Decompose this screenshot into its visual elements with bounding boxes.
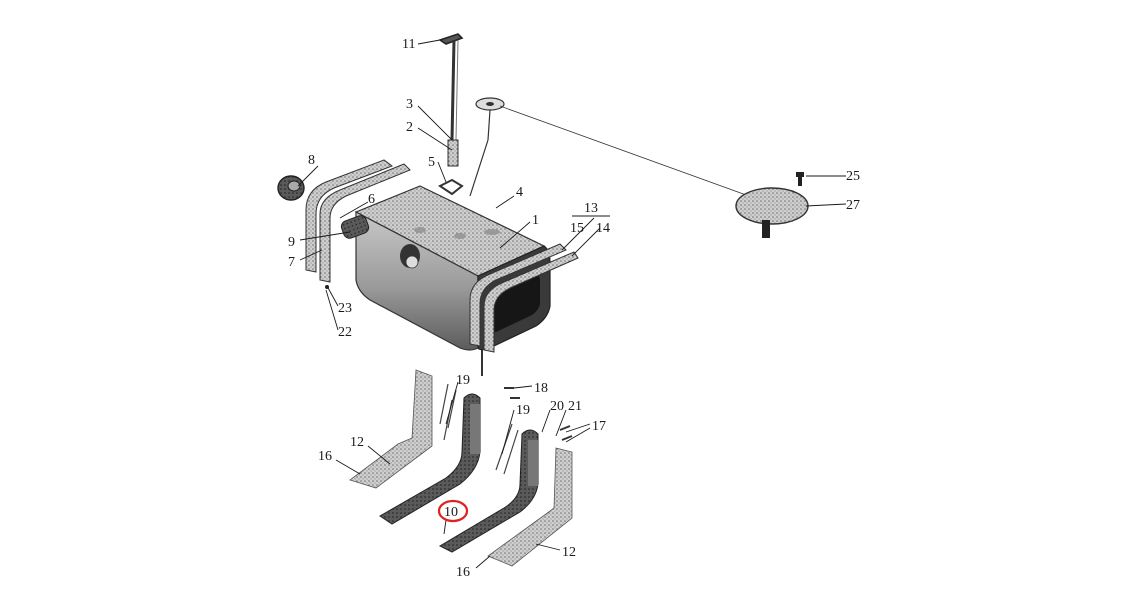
callout-27: 27 xyxy=(846,198,860,213)
gasket xyxy=(438,178,464,196)
callout-5: 5 xyxy=(428,155,435,170)
callout-19b: 19 xyxy=(516,403,530,418)
callout-6: 6 xyxy=(368,192,375,207)
left-strap xyxy=(305,159,411,289)
callout-9: 9 xyxy=(288,235,295,250)
bracket-right-dark xyxy=(438,429,539,553)
callout-23: 23 xyxy=(338,301,352,316)
bolt xyxy=(796,172,804,186)
bracket-bolts xyxy=(439,383,573,475)
callout-17: 17 xyxy=(592,419,606,434)
callout-11: 11 xyxy=(402,37,415,52)
callout-21: 21 xyxy=(568,399,582,414)
callout-12b: 12 xyxy=(562,545,576,560)
callout-22: 22 xyxy=(338,325,352,340)
callout-1: 1 xyxy=(532,213,539,228)
tank-straps-right xyxy=(469,243,579,353)
cover-plate xyxy=(735,187,809,238)
callout-7: 7 xyxy=(288,255,295,270)
callout-12a: 12 xyxy=(350,435,364,450)
highlight-circle xyxy=(437,499,469,523)
callout-2: 2 xyxy=(406,120,413,135)
sender-flange xyxy=(469,97,761,201)
bracket-left-dark xyxy=(379,393,481,525)
callout-3: 3 xyxy=(406,97,413,112)
callout-16b: 16 xyxy=(456,565,470,580)
callout-10: 10 xyxy=(444,505,458,520)
callouts: 11 3 2 5 4 1 6 8 9 7 13 15 14 23 22 25 2… xyxy=(288,37,860,580)
bracket-right-light xyxy=(487,447,573,567)
callout-20: 20 xyxy=(550,399,564,414)
callout-4: 4 xyxy=(516,185,523,200)
callout-25: 25 xyxy=(846,169,860,184)
leader-lines xyxy=(297,39,847,569)
bracket-left-light xyxy=(349,369,433,489)
callout-19a: 19 xyxy=(456,373,470,388)
fuel-level-sensor xyxy=(438,33,464,167)
callout-16a: 16 xyxy=(318,449,332,464)
callout-8: 8 xyxy=(308,153,315,168)
callout-13: 13 xyxy=(584,201,598,216)
callout-15: 15 xyxy=(570,221,584,236)
callout-18: 18 xyxy=(534,381,548,396)
filler-cap xyxy=(277,175,305,201)
callout-14: 14 xyxy=(596,221,610,236)
